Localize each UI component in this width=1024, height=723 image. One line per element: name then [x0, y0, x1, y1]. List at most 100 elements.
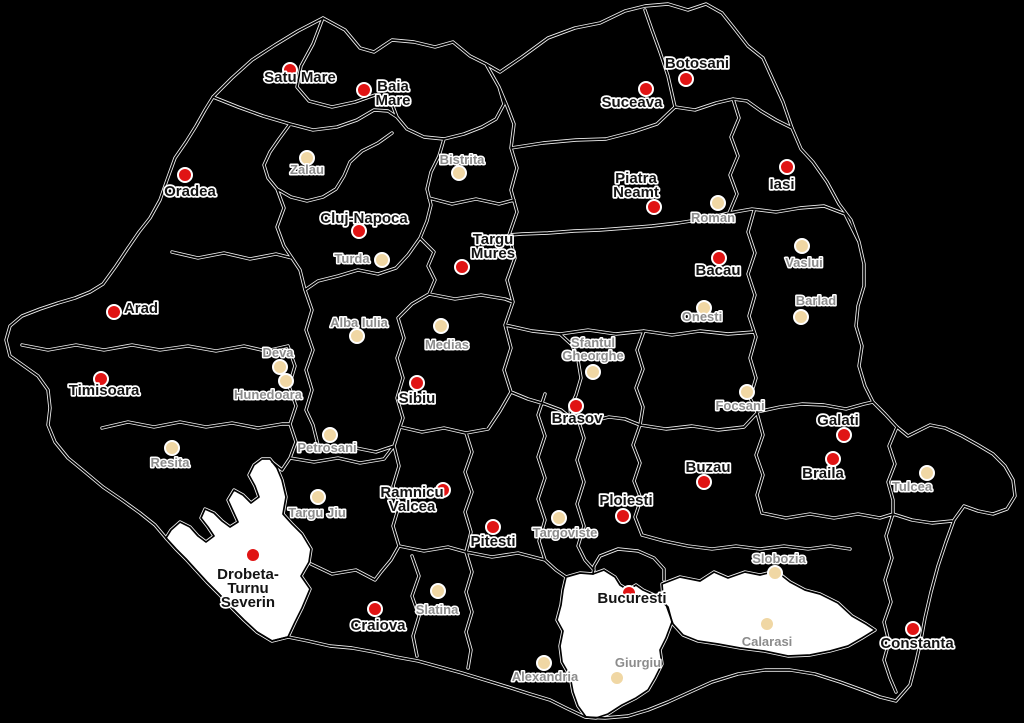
- resita-marker[interactable]: [164, 440, 180, 456]
- deva-marker[interactable]: [272, 359, 288, 375]
- bucuresti-marker[interactable]: [621, 585, 637, 601]
- sibiu-marker[interactable]: [409, 375, 425, 391]
- pitesti-marker[interactable]: [485, 519, 501, 535]
- roman-marker[interactable]: [710, 195, 726, 211]
- city-onesti: Onesti: [680, 300, 724, 326]
- onesti-marker[interactable]: [696, 300, 712, 316]
- galati-marker[interactable]: [836, 427, 852, 443]
- baia-mare-marker[interactable]: [356, 82, 372, 98]
- resita-label: Resita: [150, 455, 190, 470]
- city-barlad: Barlad: [793, 292, 838, 325]
- galati-label: Galati: [817, 412, 859, 429]
- city-galati: Galati: [815, 410, 861, 443]
- city-craiova: Craiova: [349, 601, 408, 636]
- satu-mare-marker[interactable]: [282, 62, 298, 78]
- barlad-label: Barlad: [796, 293, 837, 308]
- brasov-marker[interactable]: [568, 398, 584, 414]
- iasi-marker[interactable]: [779, 159, 795, 175]
- highlighted-counties: [166, 459, 875, 718]
- targu-mures-marker[interactable]: [454, 259, 470, 275]
- city-botosani: Botosani: [663, 53, 731, 87]
- focsani-marker[interactable]: [739, 384, 755, 400]
- turda-marker[interactable]: [374, 252, 390, 268]
- arad-label: Arad: [124, 300, 158, 317]
- targu-jiu-marker[interactable]: [310, 489, 326, 505]
- barlad-marker[interactable]: [793, 309, 809, 325]
- ploiesti-marker[interactable]: [615, 508, 631, 524]
- bistrita-marker[interactable]: [451, 165, 467, 181]
- slobozia-marker[interactable]: [767, 565, 783, 581]
- slobozia-label: Slobozia: [752, 551, 806, 566]
- slatina-marker[interactable]: [430, 583, 446, 599]
- zalau-marker[interactable]: [299, 150, 315, 166]
- tulcea-marker[interactable]: [919, 465, 935, 481]
- city-slatina: Slatina: [414, 583, 461, 619]
- city-constanta: Constanta: [879, 621, 956, 654]
- suceava-marker[interactable]: [638, 81, 654, 97]
- buzau-marker[interactable]: [696, 474, 712, 490]
- bacau-marker[interactable]: [711, 250, 727, 266]
- ploiesti-label: Ploiesti: [599, 492, 652, 509]
- city-deva: Deva: [261, 344, 296, 375]
- pitesti-label: Pitesti: [470, 533, 515, 550]
- deva-label: Deva: [262, 345, 294, 360]
- zalau-label: Zalau: [290, 162, 324, 177]
- roman-label: Roman: [691, 210, 735, 225]
- vaslui-marker[interactable]: [794, 238, 810, 254]
- vaslui-label: Vaslui: [785, 255, 823, 270]
- arad-marker[interactable]: [106, 304, 122, 320]
- city-calarasi: Calarasi: [740, 616, 794, 651]
- city-giurgiu: Giurgiu: [609, 654, 663, 686]
- city-zalau: Zalau: [289, 150, 326, 179]
- city-medias: Medias: [423, 318, 471, 354]
- city-roman: Roman: [689, 195, 737, 227]
- city-arad: Arad: [106, 298, 160, 320]
- braila-marker[interactable]: [825, 451, 841, 467]
- cluj-napoca-label: Cluj-Napoca: [320, 210, 408, 227]
- cluj-napoca-marker[interactable]: [351, 223, 367, 239]
- alba-iulia-marker[interactable]: [349, 328, 365, 344]
- city-oradea: Oradea: [162, 167, 218, 202]
- city-targu-jiu: Targu Jiu: [287, 489, 347, 522]
- oradea-label: Oradea: [164, 183, 216, 200]
- medias-marker[interactable]: [433, 318, 449, 334]
- city-tulcea: Tulcea: [890, 465, 935, 496]
- iasi-label: Iasi: [769, 176, 794, 193]
- calarasi-marker[interactable]: [759, 616, 775, 632]
- alexandria-label: Alexandria: [512, 669, 579, 684]
- petrosani-label: Petrosani: [297, 440, 356, 455]
- drobeta-turnu-severin-marker[interactable]: [245, 547, 261, 563]
- giurgiu-marker[interactable]: [609, 670, 625, 686]
- timisoara-marker[interactable]: [93, 371, 109, 387]
- craiova-marker[interactable]: [367, 601, 383, 617]
- constanta-marker[interactable]: [905, 621, 921, 637]
- petrosani-marker[interactable]: [322, 427, 338, 443]
- calarasi-label: Calarasi: [742, 634, 793, 649]
- bacau-label: Bacau: [695, 262, 740, 279]
- hunedoara-marker[interactable]: [278, 373, 294, 389]
- city-sibiu: Sibiu: [397, 375, 437, 409]
- city-buzau: Buzau: [684, 457, 732, 490]
- sfantul-gheorghe-marker[interactable]: [585, 364, 601, 380]
- city-petrosani: Petrosani: [296, 427, 358, 457]
- slatina-label: Slatina: [416, 602, 459, 617]
- alba-iulia-label: Alba Iulia: [330, 315, 389, 330]
- county-mehedinti-highlight: [166, 459, 311, 641]
- sibiu-label: Sibiu: [399, 390, 436, 407]
- ramnicu-valcea-marker[interactable]: [435, 482, 451, 498]
- piatra-neamt-marker[interactable]: [646, 199, 662, 215]
- city-iasi: Iasi: [768, 159, 796, 195]
- oradea-marker[interactable]: [177, 167, 193, 183]
- botosani-marker[interactable]: [678, 71, 694, 87]
- targoviste-marker[interactable]: [551, 510, 567, 526]
- alexandria-marker[interactable]: [536, 655, 552, 671]
- onesti-label: Onesti: [682, 309, 722, 324]
